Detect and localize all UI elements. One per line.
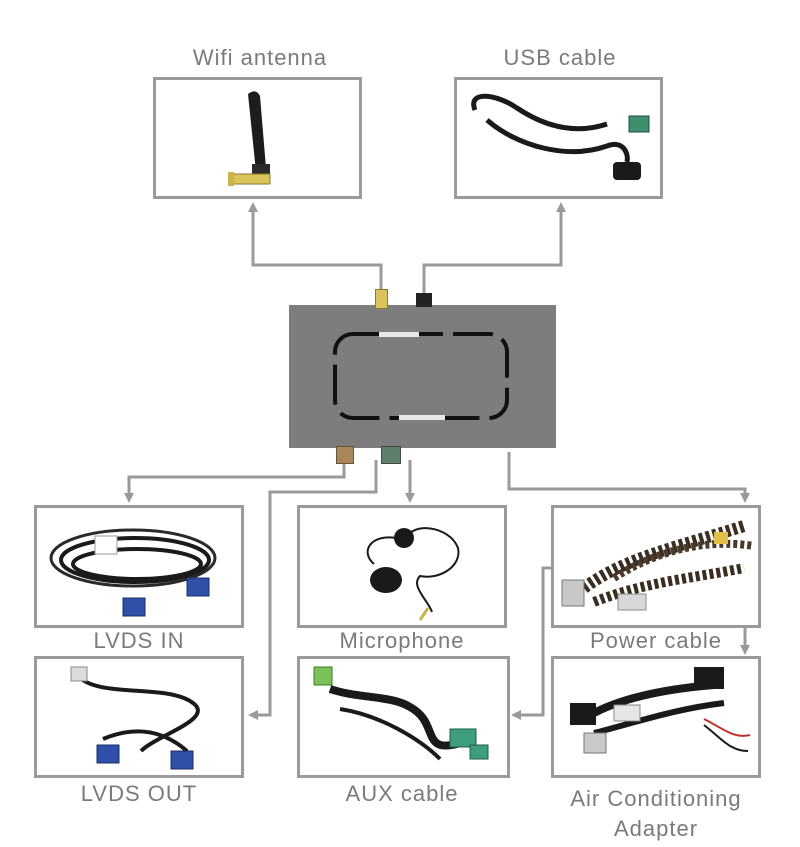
power-cable-box: [551, 505, 761, 628]
line-to-power-cable: [507, 452, 750, 503]
coiled-cable-icon: [49, 528, 217, 617]
air-conditioning-adapter-box: [551, 656, 761, 778]
microphone-icon: [366, 527, 460, 621]
lvds-out-box: [34, 656, 244, 778]
wiring-harness-icon: [561, 520, 755, 611]
module-frame-icon: [333, 332, 509, 420]
usb-cable-box: [454, 77, 663, 199]
wifi-antenna-label: Wifi antenna: [192, 45, 328, 70]
line-to-lvds-out: [248, 460, 378, 720]
line-to-usb-cable: [422, 202, 566, 298]
aux-cable-box: [297, 656, 510, 778]
wifi-antenna-box: [153, 77, 362, 199]
usb-cable-icon: [471, 93, 650, 180]
air-conditioning-adapter-label: Air Conditioning Adapter: [544, 784, 768, 844]
fakra-port-brown: [336, 446, 354, 464]
lvds-in-box: [34, 505, 244, 628]
usb-cable-label: USB cable: [503, 45, 617, 70]
air-conditioning-label-line1: Air Conditioning: [570, 786, 742, 811]
line-to-wifi-antenna: [248, 202, 383, 298]
lvds-in-label: LVDS IN: [93, 628, 185, 653]
microphone-label: Microphone: [339, 628, 465, 653]
sma-antenna-port: [375, 289, 388, 309]
line-to-aux-cable: [511, 566, 551, 720]
interface-module: [289, 305, 556, 448]
power-cable-label: Power cable: [589, 628, 723, 653]
lvds-out-label: LVDS OUT: [80, 781, 198, 806]
antenna-icon: [228, 91, 271, 186]
fakra-port-green: [381, 446, 401, 464]
line-to-lvds-in: [124, 460, 346, 503]
aux-cable-label: AUX cable: [345, 781, 459, 806]
air-conditioning-label-line2: Adapter: [613, 816, 699, 841]
harness-adapter-icon: [570, 667, 751, 754]
aux-cable-icon: [313, 666, 489, 761]
microphone-box: [297, 505, 507, 628]
usb-port: [416, 293, 432, 307]
cable-icon: [70, 666, 200, 770]
